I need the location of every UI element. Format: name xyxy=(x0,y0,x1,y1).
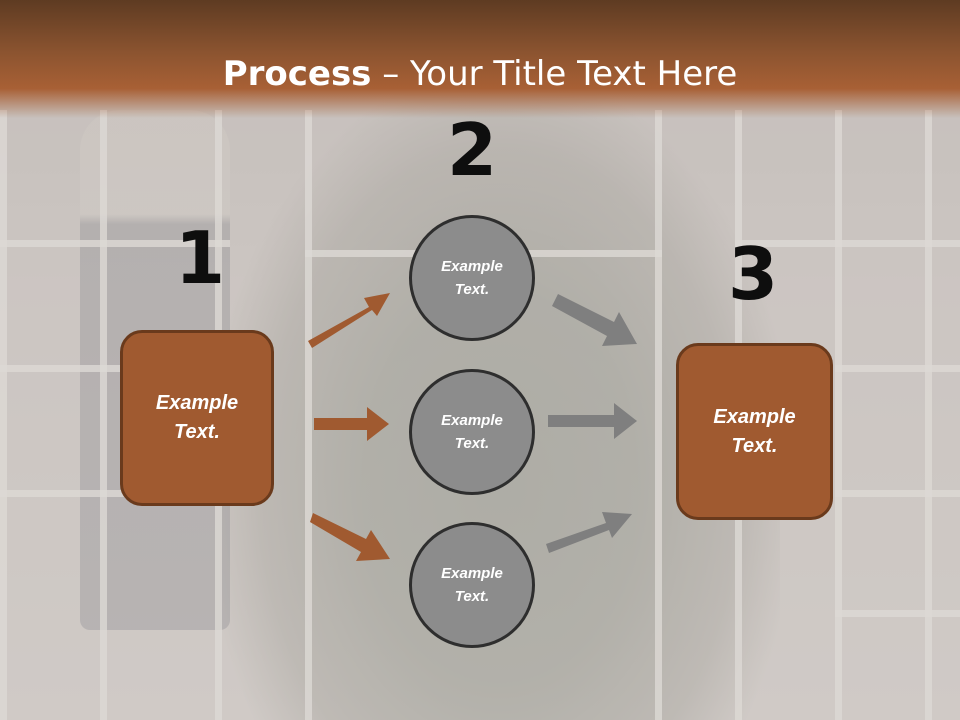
step-number-3: 3 xyxy=(727,232,779,316)
circle-2-text: Example Text. xyxy=(441,412,503,452)
circle-3: Example Text. xyxy=(409,522,535,648)
slide-title: Process – Your Title Text Here xyxy=(0,52,960,96)
step-1-text: Example Text. xyxy=(155,392,239,443)
step-3-text: Example Text. xyxy=(713,405,796,457)
circle-2: Example Text. xyxy=(409,369,535,495)
title-bold: Process xyxy=(222,54,372,94)
title-rest: – Your Title Text Here xyxy=(371,54,738,94)
arrow-circle-2-to-3 xyxy=(548,403,637,439)
step-3-box: Example Text. xyxy=(676,343,833,520)
arrow-1-to-circle-1 xyxy=(308,293,390,348)
step-number-2: 2 xyxy=(446,108,498,192)
arrow-circle-3-to-3 xyxy=(546,512,632,553)
title-band xyxy=(0,0,960,118)
step-number-1: 1 xyxy=(174,216,226,300)
arrow-1-to-circle-2 xyxy=(314,407,389,441)
step-1-box: Example Text. xyxy=(120,330,274,506)
circle-1-text: Example Text. xyxy=(441,258,503,298)
arrow-1-to-circle-3 xyxy=(310,513,390,561)
circle-3-text: Example Text. xyxy=(441,565,503,605)
circle-1: Example Text. xyxy=(409,215,535,341)
arrow-circle-1-to-3 xyxy=(552,294,637,346)
